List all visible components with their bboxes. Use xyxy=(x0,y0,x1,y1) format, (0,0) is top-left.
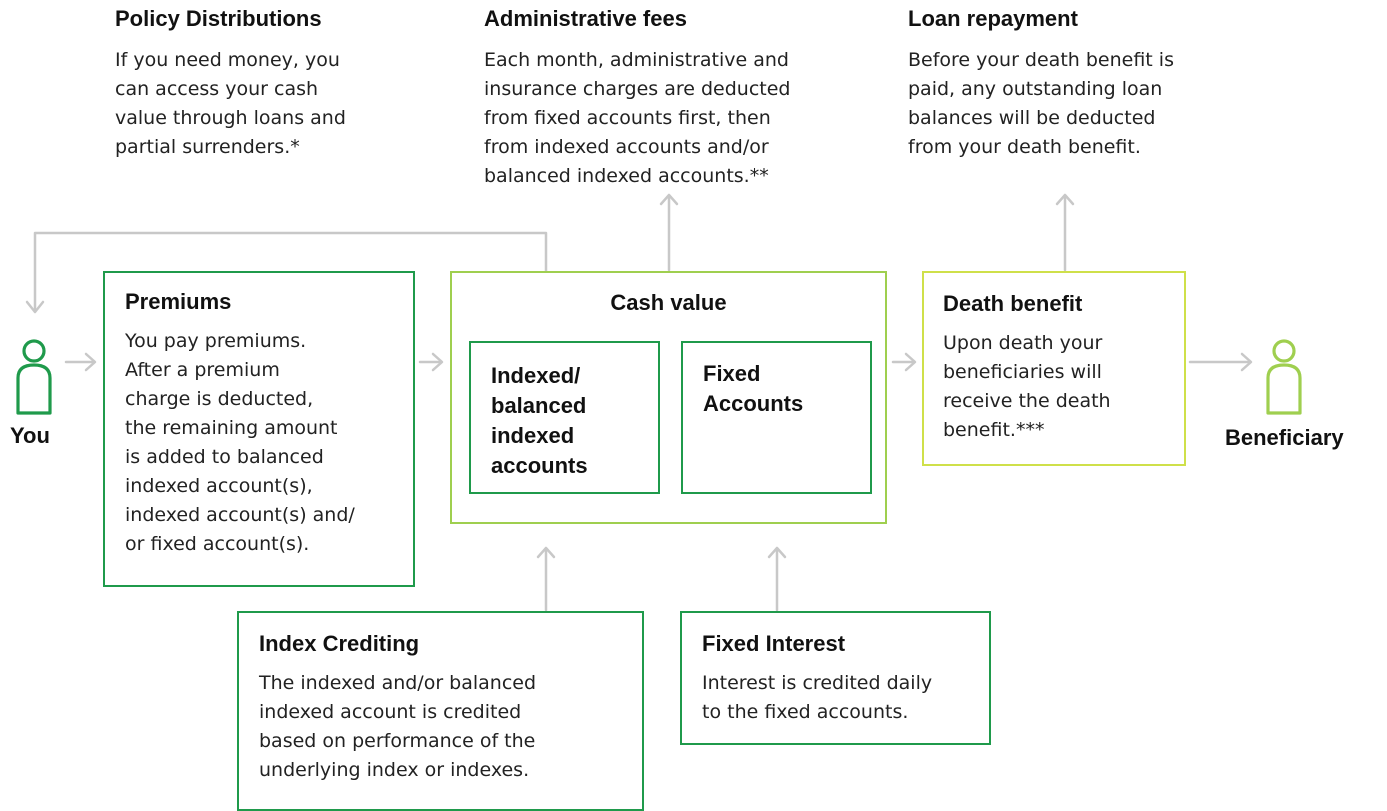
premiums-line: indexed account(s), xyxy=(125,475,313,497)
loan-repayment-line: paid, any outstanding loan xyxy=(908,78,1163,100)
policy-distributions-line: value through loans and xyxy=(115,107,346,129)
you-to-premiums-arrow xyxy=(84,352,97,372)
loan-repayment-line: Before your death benefit is xyxy=(908,49,1174,71)
administrative-fees-line: from fixed accounts first, then xyxy=(484,107,771,129)
loan-repayment-title: Loan repayment xyxy=(908,6,1078,31)
person-icon xyxy=(1266,339,1302,415)
index-crediting-line: underlying index or indexes. xyxy=(259,759,530,781)
you-person xyxy=(14,338,54,416)
index-crediting-line: based on performance of the xyxy=(259,730,536,752)
beneficiary-label: Beneficiary xyxy=(1225,425,1344,450)
distribution-loop-line xyxy=(33,231,548,312)
premiums-line: is added to balanced xyxy=(125,446,324,468)
distribution-arrow-head xyxy=(25,300,45,314)
policy-distributions-line: If you need money, you xyxy=(115,49,340,71)
policy-distributions-title: Policy Distributions xyxy=(115,6,322,31)
death-to-beneficiary-arrow xyxy=(1240,352,1253,372)
fixed-accounts-line: Accounts xyxy=(703,391,804,416)
premiums-line: After a premium xyxy=(125,359,280,381)
loan-repayment-line: balances will be deducted xyxy=(908,107,1156,129)
fixed-accounts-box: Fixed Accounts xyxy=(681,341,872,494)
premiums-to-cash-arrow xyxy=(431,352,444,372)
fixed-interest-title: Fixed Interest xyxy=(702,631,846,656)
policy-distributions-block: Policy Distributions If you need money, … xyxy=(115,6,435,162)
premiums-line: or fixed account(s). xyxy=(125,533,310,555)
cash-value-box: Cash value Indexed/ balanced indexed acc… xyxy=(450,271,887,524)
administrative-fees-line: insurance charges are deducted xyxy=(484,78,791,100)
administrative-fees-line: Each month, administrative and xyxy=(484,49,789,71)
fixed-interest-line: Interest is credited daily xyxy=(702,672,933,694)
loan-repayment-line: from your death benefit. xyxy=(908,136,1141,158)
premiums-line: You pay premiums. xyxy=(125,330,307,352)
index-crediting-title: Index Crediting xyxy=(259,631,420,656)
person-icon xyxy=(16,339,52,415)
premiums-line: the remaining amount xyxy=(125,417,338,439)
index-crediting-line: The indexed and/or balanced xyxy=(259,672,537,694)
administrative-fees-block: Administrative fees Each month, administ… xyxy=(484,6,884,191)
administrative-fees-line: from indexed accounts and/or xyxy=(484,136,769,158)
indexed-accounts-line: balanced xyxy=(491,393,587,418)
fixed-interest-line: to the fixed accounts. xyxy=(702,701,909,723)
death-benefit-line: benefit.*** xyxy=(943,419,1045,441)
cash-to-fees-arrow xyxy=(659,193,679,206)
administrative-fees-title: Administrative fees xyxy=(484,6,687,31)
indexed-accounts-box: Indexed/ balanced indexed accounts xyxy=(469,341,660,494)
death-benefit-box: Death benefit Upon death your beneficiar… xyxy=(922,271,1186,466)
cash-to-death-arrow xyxy=(904,352,917,372)
cash-value-title: Cash value xyxy=(610,290,727,315)
death-to-loan-arrow xyxy=(1055,193,1075,206)
beneficiary-person xyxy=(1264,338,1304,416)
index-crediting-box: Index Crediting The indexed and/or balan… xyxy=(237,611,644,811)
death-benefit-title: Death benefit xyxy=(943,291,1083,316)
indexed-accounts-line: accounts xyxy=(491,453,588,478)
index-crediting-line: indexed account is credited xyxy=(259,701,522,723)
death-benefit-line: Upon death your xyxy=(943,332,1103,354)
premiums-title: Premiums xyxy=(125,289,232,314)
fixed-accounts-line: Fixed xyxy=(703,361,761,386)
indexed-accounts-line: Indexed/ xyxy=(491,363,581,388)
you-label: You xyxy=(10,423,50,448)
policy-distributions-line: can access your cash xyxy=(115,78,319,100)
policy-distributions-line: partial surrenders.* xyxy=(115,136,300,158)
premiums-line: indexed account(s) and/ xyxy=(125,504,355,526)
death-benefit-line: receive the death xyxy=(943,390,1111,412)
index-to-cash-arrow xyxy=(536,546,556,559)
fixed-to-cash-arrow xyxy=(767,546,787,559)
fixed-interest-box: Fixed Interest Interest is credited dail… xyxy=(680,611,991,745)
indexed-accounts-line: indexed xyxy=(491,423,575,448)
death-benefit-line: beneficiaries will xyxy=(943,361,1102,383)
administrative-fees-line: balanced indexed accounts.** xyxy=(484,165,769,187)
premiums-line: charge is deducted, xyxy=(125,388,314,410)
loan-repayment-block: Loan repayment Before your death benefit… xyxy=(908,6,1268,162)
premiums-box: Premiums You pay premiums. After a premi… xyxy=(103,271,415,587)
